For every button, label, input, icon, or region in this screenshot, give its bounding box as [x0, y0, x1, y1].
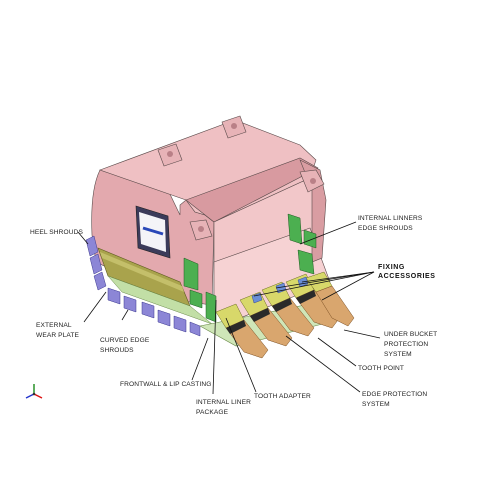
leader-frontwall — [191, 337, 209, 381]
leader-fixing-3 — [253, 271, 375, 297]
lug-hole — [310, 178, 316, 184]
liner-plate — [189, 289, 203, 309]
label-tooth-point: TOOTH POINT — [358, 365, 404, 372]
pin-hole — [198, 226, 204, 232]
leader-under-bucket — [343, 329, 381, 339]
liner-plate — [183, 257, 199, 291]
labels: HEEL SHROUDS EXTERNAL WEAR PLATE CURVED … — [30, 215, 437, 416]
leader-tooth-adapter — [225, 317, 257, 393]
heel-shroud — [85, 235, 99, 257]
edge-shroud — [141, 301, 155, 319]
label-under-bucket-protection-3: SYSTEM — [384, 351, 412, 358]
axis-triad — [25, 384, 43, 399]
leader-internal-liner — [212, 299, 217, 395]
liner-plate — [303, 229, 317, 249]
liner-plate — [287, 213, 303, 245]
leader-fixing-4 — [321, 271, 375, 301]
axis-origin — [32, 392, 36, 396]
internal-liners — [183, 213, 317, 323]
label-under-bucket-protection-2: PROTECTION — [384, 341, 428, 348]
tooth-point — [315, 285, 355, 327]
axis-z — [25, 393, 35, 399]
label-frontwall-lip-casting: FRONTWALL & LIP CASTING — [120, 381, 211, 388]
label-edge-protection-system-2: SYSTEM — [362, 401, 390, 408]
edge-shroud — [123, 295, 137, 313]
liner-plate — [297, 249, 315, 275]
tooth-gap — [250, 308, 270, 322]
side-plate-logo — [142, 226, 164, 236]
tooth-gap — [272, 298, 292, 312]
edge-shroud — [189, 321, 201, 337]
heel-shroud — [93, 271, 107, 291]
label-external-wear-plate: EXTERNAL — [36, 322, 72, 329]
leader-fixing-2 — [275, 271, 375, 289]
tooth-gap — [296, 290, 316, 304]
leader-curved-edge-shrouds — [121, 309, 129, 321]
edge-shroud — [173, 315, 187, 333]
label-heel-shrouds: HEEL SHROUDS — [30, 229, 83, 236]
label-curved-edge-shrouds-2: SHROUDS — [100, 347, 134, 354]
curved-edge-shrouds — [107, 287, 201, 337]
leader-internal-linners — [299, 221, 357, 245]
label-tooth-adapter: TOOTH ADAPTER — [254, 393, 311, 400]
label-curved-edge-shrouds: CURVED EDGE — [100, 337, 150, 344]
leader-lines — [77, 221, 381, 395]
heel-shrouds — [85, 235, 107, 291]
label-internal-liner-package-2: PACKAGE — [196, 409, 229, 416]
liner-plate — [205, 291, 217, 323]
label-internal-liner-package: INTERNAL LINER — [196, 399, 251, 406]
label-edge-protection-system: EDGE PROTECTION — [362, 391, 427, 398]
label-internal-linners: INTERNAL LINNERS — [358, 215, 423, 222]
leader-heel-shrouds — [77, 231, 89, 245]
label-internal-linners-2: EDGE SHROUDS — [358, 225, 413, 232]
label-under-bucket-protection: UNDER BUCKET — [384, 331, 437, 338]
edge-shroud — [157, 309, 171, 327]
wear-plate-highlight — [100, 252, 184, 292]
leader-tooth-point — [317, 337, 357, 367]
lug-hole — [167, 151, 173, 157]
lug-hole — [231, 123, 237, 129]
bucket-top-edge — [185, 157, 319, 223]
leader-external-wear-plate — [83, 291, 107, 323]
axis-x — [33, 393, 43, 399]
label-external-wear-plate-2: WEAR PLATE — [36, 332, 80, 339]
label-fixing-accessories-2: ACCESSORIES — [378, 273, 436, 280]
label-fixing-accessories: FIXING — [378, 264, 405, 271]
leader-edge-protection — [285, 335, 361, 393]
edge-shroud — [107, 287, 121, 305]
heel-shroud — [89, 253, 103, 275]
